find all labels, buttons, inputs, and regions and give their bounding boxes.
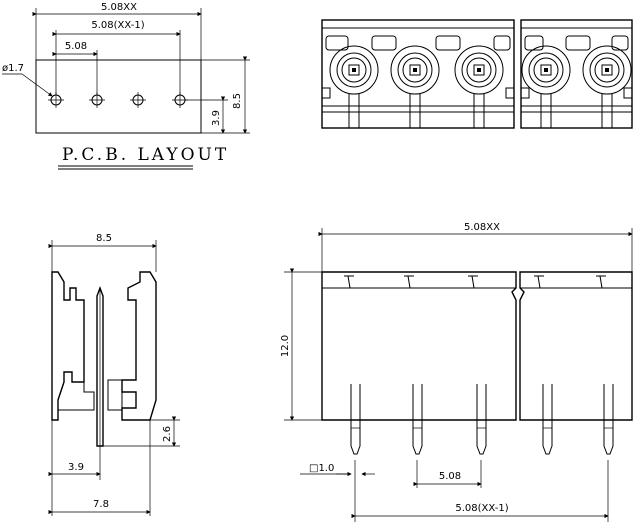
screw-1 — [329, 45, 379, 95]
side-dim-width: 8.5 — [96, 233, 112, 244]
pcb-layout-title: P.C.B. LAYOUT — [62, 145, 229, 165]
pcb-dim-hole: ø1.7 — [2, 63, 24, 74]
pcb-dim-span: 5.08(XX-1) — [91, 20, 144, 31]
screw-4 — [521, 45, 571, 95]
front-pin-4 — [542, 384, 553, 455]
pcb-layout-view: 5.08XX 5.08(XX-1) 5.08 ø1.7 8.5 3.9 P.C.… — [2, 2, 250, 170]
pcb-dim-pitch: 5.08 — [65, 41, 87, 52]
front-pin-3 — [476, 384, 487, 455]
front-dim-span: 5.08(XX-1) — [455, 503, 508, 514]
front-pin-2 — [412, 384, 423, 455]
screw-5 — [582, 45, 632, 95]
front-dim-total: 5.08XX — [464, 222, 500, 233]
side-view: 8.5 2.6 3.9 7.8 — [48, 233, 180, 516]
pcb-dim-total: 5.08XX — [101, 2, 137, 13]
top-view — [321, 19, 633, 129]
pcb-dim-offset: 3.9 — [211, 110, 222, 126]
top-view-block-2 — [520, 19, 633, 129]
screw-3 — [454, 45, 504, 95]
side-dim-offset: 3.9 — [68, 462, 84, 473]
side-pin — [96, 286, 104, 447]
front-dim-pin-square: □1.0 — [309, 463, 334, 474]
top-view-screws — [329, 45, 632, 95]
top-view-block-1 — [321, 19, 515, 129]
pcb-outline — [35, 59, 202, 134]
pcb-dim-height: 8.5 — [232, 93, 243, 109]
front-block-1 — [321, 271, 517, 421]
front-dim-height: 12.0 — [280, 335, 291, 357]
side-dim-base: 7.8 — [93, 499, 109, 510]
front-view: 5.08XX 12.0 □1.0 5.08 5.08(XX-1) — [280, 222, 633, 522]
screw-2 — [390, 45, 440, 95]
front-dim-pitch: 5.08 — [439, 471, 461, 482]
pcb-holes — [48, 92, 188, 108]
side-housing-left — [51, 271, 85, 421]
side-dim-pin: 2.6 — [162, 426, 173, 442]
front-pin-5 — [603, 384, 614, 455]
front-pins — [350, 384, 614, 455]
side-housing-right — [121, 271, 157, 421]
front-pin-1 — [350, 384, 361, 455]
front-block-2 — [519, 271, 633, 421]
